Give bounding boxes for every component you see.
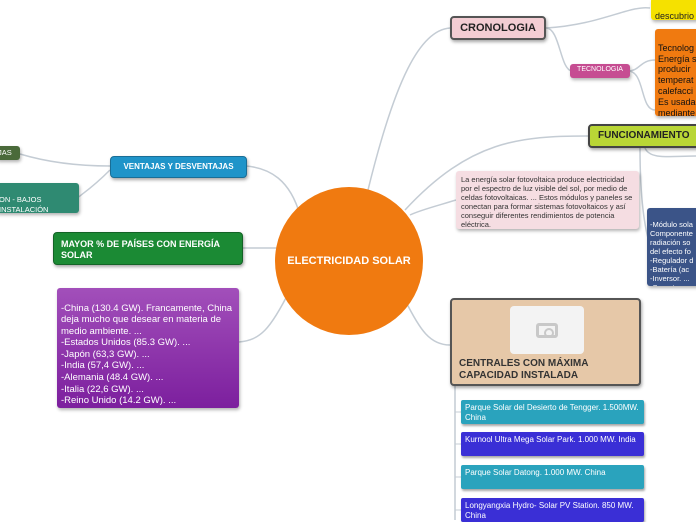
- paises-list-text: -China (130.4 GW). Francamente, China de…: [61, 302, 233, 408]
- central-topic-electricidad-solar[interactable]: ELECTRICIDAD SOLAR: [275, 187, 423, 335]
- plant-item[interactable]: Parque Solar Datong. 1.000 MW. China: [461, 465, 644, 489]
- central-topic-label: ELECTRICIDAD SOLAR: [287, 255, 411, 267]
- tecnologia-text[interactable]: Tecnolog Energía s producir temperat cal…: [655, 29, 696, 116]
- ventajas-child-1[interactable]: JAS: [0, 146, 20, 160]
- topic-cronologia-label: CRONOLOGIA: [460, 22, 536, 34]
- topic-centrales-label: CENTRALES CON MÁXIMA CAPACIDAD INSTALADA: [459, 358, 589, 381]
- funcionamiento-components-text: -Módulo sola Componente radiación so del…: [650, 220, 694, 286]
- paises-list[interactable]: -China (130.4 GW). Francamente, China de…: [57, 288, 239, 408]
- topic-centrales[interactable]: CENTRALES CON MÁXIMA CAPACIDAD INSTALADA: [450, 298, 641, 386]
- funcionamiento-components[interactable]: -Módulo sola Componente radiación so del…: [647, 208, 696, 286]
- plant-item-text: Kurnool Ultra Mega Solar Park. 1.000 MW.…: [465, 435, 636, 444]
- topic-cronologia[interactable]: CRONOLOGIA: [450, 16, 546, 40]
- topic-funcionamiento[interactable]: FUNCIONAMIENTO: [588, 124, 696, 148]
- subtopic-tecnologia[interactable]: TECNOLOGIA: [570, 64, 630, 78]
- tecnologia-text-content: Tecnolog Energía s producir temperat cal…: [658, 42, 696, 116]
- ventajas-child-2[interactable]: ON - BAJOS INSTALACIÓN: [0, 183, 79, 213]
- funcionamiento-description[interactable]: La energía solar fotovoltaica produce el…: [456, 171, 639, 229]
- plant-item-text: Parque Solar Datong. 1.000 MW. China: [465, 468, 606, 477]
- plant-item[interactable]: Parque Solar del Desierto de Tengger. 1.…: [461, 400, 644, 424]
- cronologia-note[interactable]: descubrio comienzo: [651, 0, 696, 20]
- ventajas-child-2-text: ON - BAJOS INSTALACIÓN: [0, 195, 49, 213]
- topic-funcionamiento-label: FUNCIONAMIENTO: [598, 130, 690, 141]
- subtopic-tecnologia-label: TECNOLOGIA: [577, 66, 623, 73]
- funcionamiento-description-text: La energía solar fotovoltaica produce el…: [461, 175, 633, 229]
- topic-mayor-paises[interactable]: MAYOR % DE PAÍSES CON ENERGÍA SOLAR: [53, 232, 243, 265]
- topic-paises-label: MAYOR % DE PAÍSES CON ENERGÍA SOLAR: [61, 239, 220, 260]
- topic-ventajas-label: VENTAJAS Y DESVENTAJAS: [123, 162, 234, 171]
- plant-item[interactable]: Kurnool Ultra Mega Solar Park. 1.000 MW.…: [461, 432, 644, 456]
- plant-item[interactable]: Longyangxia Hydro- Solar PV Station. 850…: [461, 498, 644, 522]
- topic-ventajas-desventajas[interactable]: VENTAJAS Y DESVENTAJAS: [110, 156, 247, 178]
- camera-icon: [536, 322, 558, 338]
- plant-item-text: Longyangxia Hydro- Solar PV Station. 850…: [465, 501, 634, 520]
- plant-item-text: Parque Solar del Desierto de Tengger. 1.…: [465, 403, 639, 422]
- image-placeholder: [510, 306, 584, 354]
- ventajas-child-1-text: JAS: [0, 148, 12, 157]
- cronologia-note-text: descubrio comienzo: [655, 10, 695, 20]
